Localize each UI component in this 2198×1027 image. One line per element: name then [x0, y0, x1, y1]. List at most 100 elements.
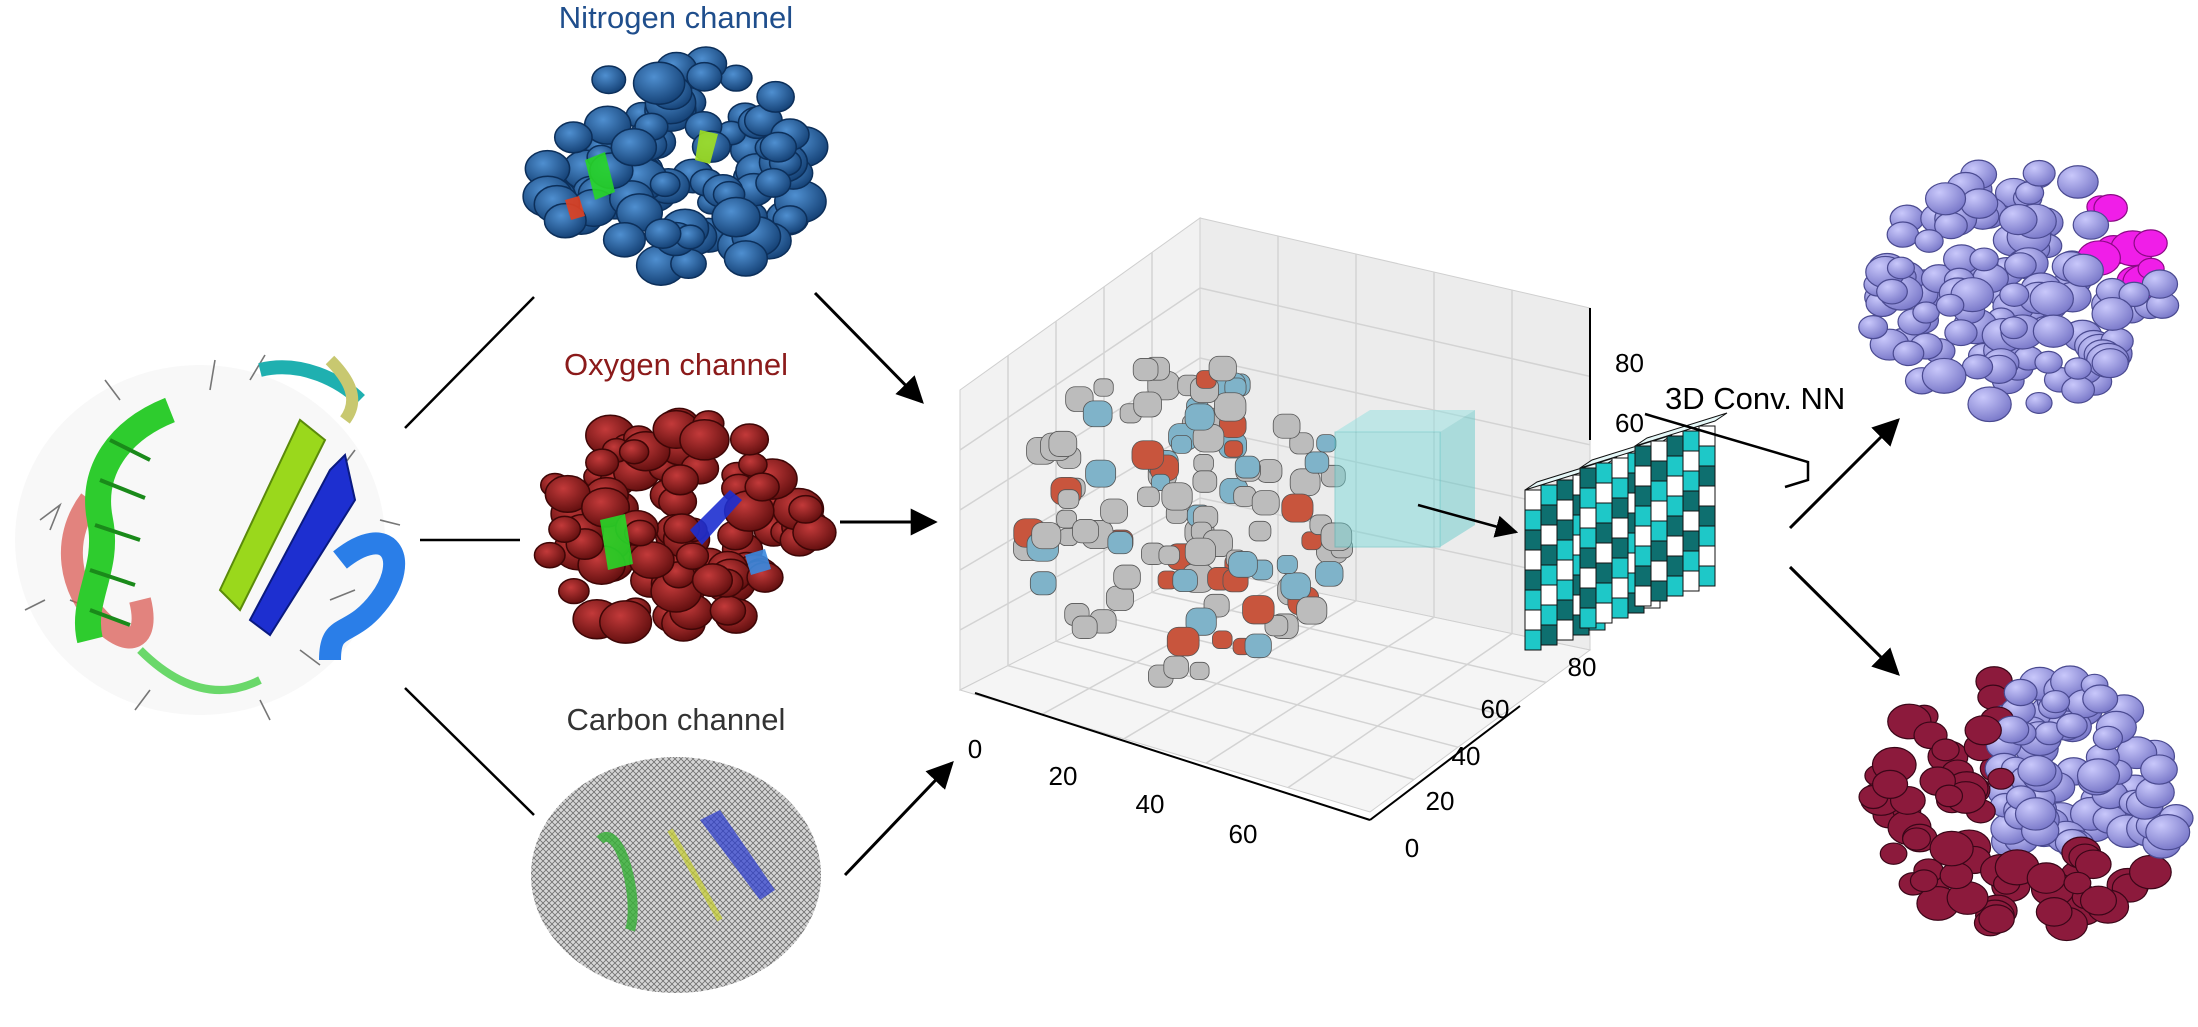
atom-sphere [723, 240, 769, 277]
surface-atom [1999, 316, 2028, 340]
surface-atom [1902, 827, 1932, 851]
voxel-cluster [1171, 434, 1192, 454]
voxel-cluster [1320, 464, 1346, 488]
arrow-cube-to-filters [1417, 503, 1519, 538]
atom-sphere [675, 542, 710, 570]
surface-atom [2063, 871, 2092, 895]
atom-sphere [691, 563, 734, 598]
atom-sphere [644, 218, 682, 250]
surface-atom [2004, 252, 2037, 279]
voxel-cluster [1320, 522, 1353, 551]
voxel-cluster [1316, 434, 1337, 453]
atom-sphere [711, 196, 761, 238]
atom-sphere [548, 515, 582, 543]
surface-atom [1964, 715, 2002, 746]
atom-sphere [729, 423, 770, 456]
atom-sphere [553, 121, 593, 154]
atom-sphere [755, 167, 792, 198]
arrow-to-interface-output [1788, 565, 1900, 676]
voxel-cluster [1029, 571, 1057, 596]
arrow-carbon-to-grid [843, 761, 954, 877]
voxel-cluster [1031, 522, 1062, 550]
nitrogen-channel-label: Nitrogen channel [559, 0, 793, 35]
surface-atom [1967, 386, 2012, 423]
voxel-cluster [1071, 615, 1098, 639]
voxel-cluster [1085, 459, 1117, 488]
surface-atom [1872, 769, 1909, 799]
atom-sphere [628, 541, 675, 580]
surface-atom [1999, 282, 2030, 307]
atom-sphere [759, 131, 798, 163]
surface-atom [1961, 354, 1994, 380]
voxel-cluster [1315, 561, 1344, 587]
surface-atom [2014, 797, 2057, 831]
voxel-cluster [1184, 403, 1215, 431]
surface-atom [1978, 904, 2015, 934]
atom-sphere [661, 464, 700, 496]
voxel-cluster [1192, 470, 1218, 493]
voxelized-protein [1013, 355, 1353, 688]
secondary-structure [745, 549, 771, 575]
voxel-cluster [1280, 572, 1311, 600]
voxel-cluster [1244, 633, 1272, 659]
y-tick-label: 0 [1405, 833, 1419, 863]
voxel-cluster [1289, 432, 1314, 455]
line-to-carbon [404, 687, 535, 816]
surface-atom [2026, 862, 2066, 894]
atom-sphere [591, 65, 627, 95]
atom-sphere [558, 577, 590, 605]
surface-atom [2145, 814, 2191, 851]
voxel-cluster [1093, 378, 1114, 397]
surface-atom [2076, 758, 2121, 794]
surface-atom [2032, 314, 2075, 348]
voxel-cluster [1224, 440, 1244, 458]
surface-atom [1924, 182, 1967, 216]
surface-atom [1914, 229, 1944, 253]
surface-atom [1921, 357, 1967, 394]
voxel-cluster [1272, 413, 1301, 439]
atom-sphere [709, 595, 747, 626]
voxel-cluster [1113, 564, 1141, 590]
voxel-cluster [1242, 595, 1275, 625]
surface-atom [2118, 281, 2150, 308]
voxel-cluster [1184, 537, 1216, 566]
channel-arrows [813, 291, 954, 877]
surface-atom [2079, 885, 2118, 916]
surface-atom [1939, 862, 1974, 890]
voxel-cluster [1228, 551, 1258, 578]
voxel-cluster [1281, 493, 1314, 523]
line-to-nitrogen [404, 296, 535, 429]
atom-sphere [610, 128, 658, 167]
x-tick-label: 20 [1049, 761, 1078, 791]
atom-sphere [585, 448, 620, 477]
surface-atom [2064, 357, 2092, 380]
atom-sphere [756, 80, 795, 113]
voxel-cluster [1057, 489, 1080, 509]
atom-sphere [679, 419, 730, 461]
surface-atom [2091, 348, 2129, 379]
voxel-cluster [1131, 440, 1165, 470]
voxel-grid-plot: 60 80 0 20 40 60 0 20 40 60 80 [958, 217, 1644, 863]
interface-prediction-surface [1858, 665, 2194, 942]
surface-atom [2057, 165, 2099, 199]
network-bracket [1644, 412, 1810, 489]
voxel-cluster [1208, 355, 1237, 382]
surface-atom [1931, 738, 1960, 762]
carbon-channel-structure [531, 757, 821, 993]
oxygen-channel-label: Oxygen channel [564, 347, 788, 382]
surface-atom [2003, 678, 2038, 707]
surface-atom [1998, 203, 2038, 236]
voxel-cluster [1158, 545, 1180, 565]
voxel-cluster [1214, 392, 1247, 422]
voxel-cluster [1048, 430, 1078, 457]
surface-atom [2035, 897, 2073, 927]
atom-sphere [686, 61, 723, 92]
voxel-cluster [1304, 451, 1330, 474]
voxel-cluster [1100, 498, 1128, 524]
surface-atom [2041, 689, 2071, 714]
voxel-cluster [1248, 520, 1272, 542]
surface-atom [2074, 849, 2112, 880]
voxel-cluster [1193, 454, 1214, 473]
surface-atom [2133, 229, 2168, 258]
